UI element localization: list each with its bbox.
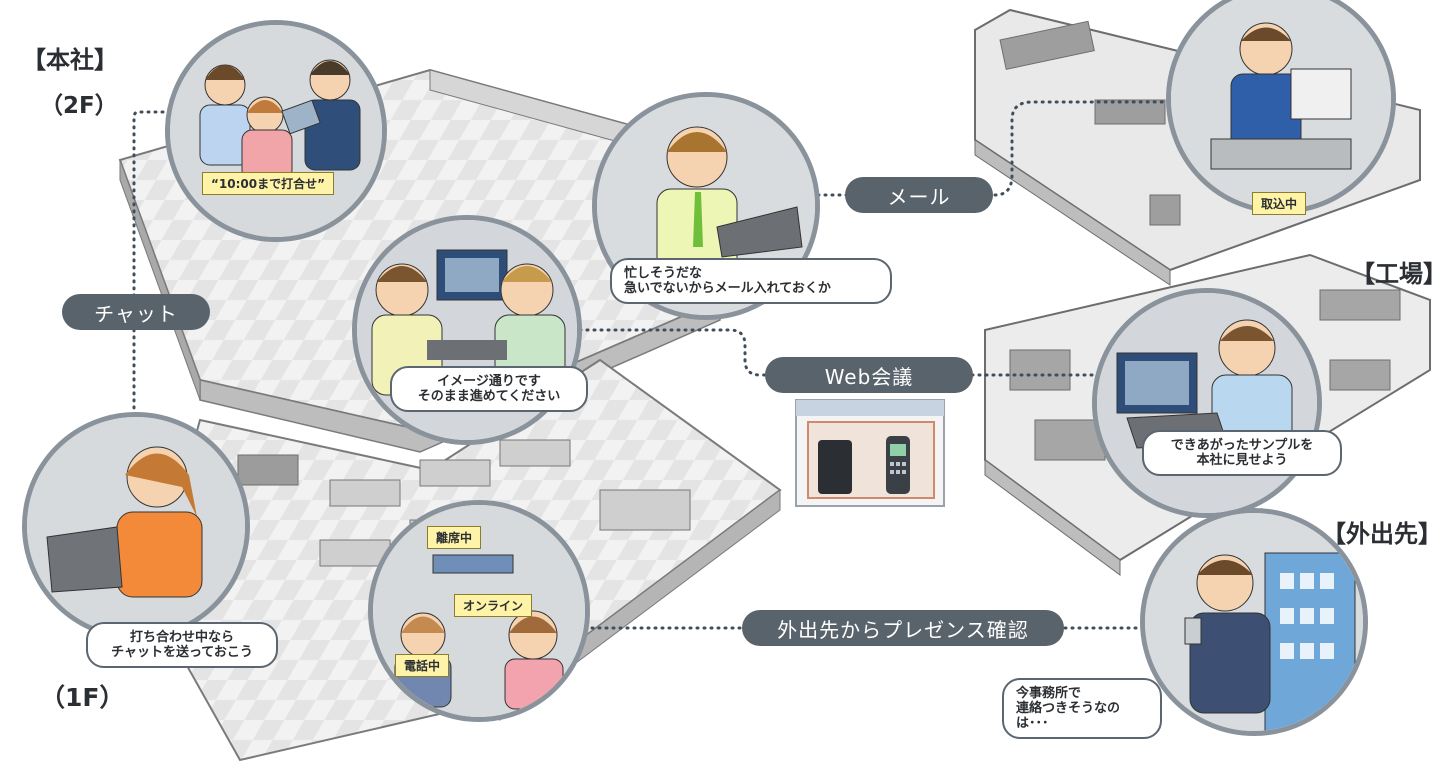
status-tag-on-phone: 電話中 xyxy=(395,654,450,677)
speech-bubble-busy-mail: 忙しそうだな 急いでないからメール入れておくか xyxy=(610,258,892,304)
speech-bubble-contact: 今事務所で 連絡つきそうなのは･･･ xyxy=(1002,678,1162,739)
web-meeting-pill: Web会議 xyxy=(765,357,973,393)
speech-bubble-image-ok: イメージ通りです そのまま進めてください xyxy=(390,366,588,412)
outside-man-circle xyxy=(1140,508,1368,736)
mail-pill: メール xyxy=(845,177,993,213)
region-label-outside: 【外出先】 xyxy=(1322,520,1442,548)
region-label-2f: （2F） xyxy=(40,93,118,119)
status-tag-scanning: 取込中 xyxy=(1252,192,1307,215)
status-tag-online: オンライン xyxy=(454,594,533,617)
speech-bubble-sample: できあがったサンプルを 本社に見せよう xyxy=(1142,430,1342,476)
speech-bubble-chat-send: 打ち合わせ中なら チャットを送っておこう xyxy=(86,622,278,668)
status-tag-away: 離席中 xyxy=(427,526,482,549)
status-tag-meeting: “10:00まで打合せ” xyxy=(202,172,334,195)
factory-man-icon xyxy=(1097,293,1317,513)
scanning-circle xyxy=(1166,0,1396,214)
factory-meeting-circle xyxy=(1092,288,1322,518)
outside-man-icon xyxy=(1145,513,1363,731)
meeting-circle xyxy=(165,20,387,242)
scanning-man-icon xyxy=(1171,0,1391,209)
connector-lines xyxy=(132,100,1172,630)
chat-woman-circle xyxy=(22,412,250,640)
region-label-1f: （1F） xyxy=(40,683,125,712)
meeting-people-icon xyxy=(170,25,382,237)
chat-woman-icon xyxy=(27,417,245,635)
web-meeting-devices xyxy=(795,399,945,507)
presence-pill: 外出先からプレゼンス確認 xyxy=(742,610,1064,646)
region-label-hq: 【本社】 xyxy=(22,46,118,74)
chat-pill: チャット xyxy=(62,294,210,330)
region-label-factory: 【工場】 xyxy=(1351,260,1447,288)
